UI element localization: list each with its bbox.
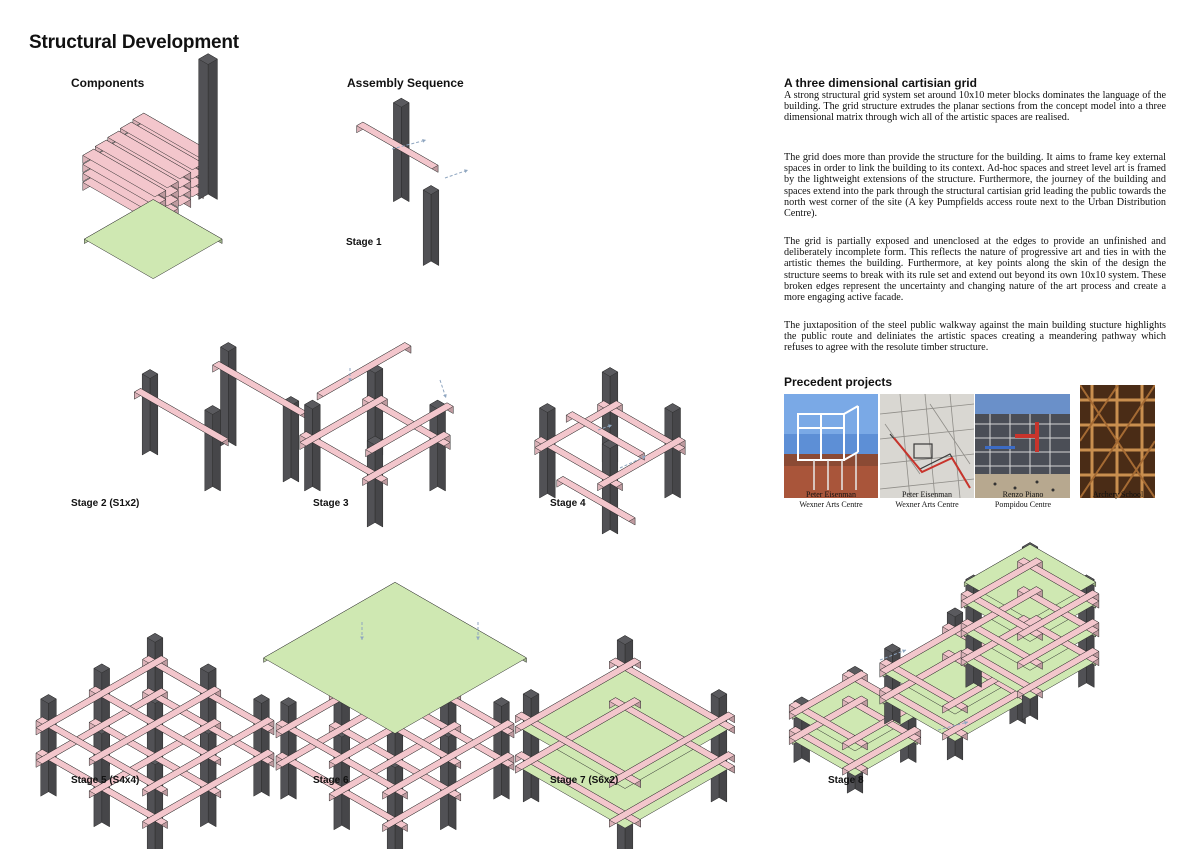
stage2-column-side-b (221, 343, 229, 447)
precedent-caption-2: Peter Eisenman Wexner Arts Centre (879, 490, 975, 510)
stage-7-label: Stage 7 (S6x2) (550, 775, 618, 786)
stage1-column-b-side-a (431, 186, 439, 266)
stage6-column-side-a (289, 698, 297, 800)
precedents-heading: Precedent projects (784, 375, 892, 389)
stage5-column-side-a (262, 695, 270, 797)
stage3-beam-floating-top (317, 343, 411, 397)
precedent-caption-2-line2: Wexner Arts Centre (879, 500, 975, 510)
stage5-column-side-a (155, 756, 163, 849)
stage7-column-side-a (719, 690, 727, 803)
stage5-column-side-a (208, 725, 216, 827)
precedent-caption-1-line2: Wexner Arts Centre (783, 500, 879, 510)
stage2-column-side-a (150, 370, 158, 456)
stage5-column-side-b (41, 695, 49, 797)
stage6-column-side-a (395, 759, 403, 849)
stage5-column-side-b (254, 695, 262, 797)
precedent-caption-3: Renzo Piano Pompidou Centre (975, 490, 1071, 510)
stage-4-label: Stage 4 (550, 498, 586, 509)
component-column-side-b (199, 54, 208, 200)
stage-1-label: Stage 1 (346, 237, 382, 248)
precedent-caption-2-line1: Peter Eisenman (879, 490, 975, 500)
precedent-caption-4-line2: Archery School (1070, 490, 1166, 500)
stage2-column-side-a (213, 406, 221, 492)
text-heading: A three dimensional cartisian grid (784, 76, 977, 90)
stage7-column-side-a (531, 690, 539, 803)
stage6-column-side-a (502, 698, 510, 800)
paragraph-3: The grid is partially exposed and unencl… (784, 236, 1166, 303)
stage1-column-b-side-b (423, 186, 431, 266)
stage-8-label: Stage 8 (828, 775, 864, 786)
stage2-column-side-b (142, 370, 150, 456)
stage8-arrow-a-head (902, 649, 906, 653)
stage6-column-side-a (448, 728, 456, 830)
stage6-column-side-b (440, 728, 448, 830)
stage7-column-side-b (523, 690, 531, 803)
stage-5-label: Stage 5 (S4x4) (71, 775, 139, 786)
stage5-column-side-b (200, 725, 208, 827)
stage-6-label: Stage 6 (313, 775, 349, 786)
stage8-mid-column-side-a (892, 644, 900, 724)
precedent-image-wexner-1 (784, 394, 878, 498)
stage7-column-side-b (711, 690, 719, 803)
stage1-arrow-a-head (422, 139, 426, 143)
stage5-column-side-a (49, 695, 57, 797)
precedent-image-archery-school (1080, 385, 1155, 498)
precedent-caption-3-line1: Renzo Piano (975, 490, 1071, 500)
precedent-image-pompidou (975, 394, 1070, 498)
stage6-column-side-b (281, 698, 289, 800)
components-heading: Components (71, 76, 144, 90)
paragraph-1: A strong structural grid system set arou… (784, 90, 1166, 124)
precedent-caption-4: Archery School (1070, 490, 1166, 500)
stage1-arrow-b (445, 170, 468, 178)
stage6-column-side-b (494, 698, 502, 800)
precedent-image-wexner-2 (880, 394, 974, 498)
paragraph-2: The grid does more than provide the stru… (784, 152, 1166, 219)
component-slab-top (84, 200, 222, 279)
stage6-column-side-b (387, 759, 395, 849)
component-column-side-a (208, 54, 217, 200)
paragraph-4: The juxtaposition of the steel public wa… (784, 320, 1166, 354)
stage2-column-side-b (205, 406, 213, 492)
page-title: Structural Development (29, 32, 239, 54)
precedent-caption-1-line1: Peter Eisenman (783, 490, 879, 500)
stage2-column-side-a (228, 343, 236, 447)
stage5-column-side-b (147, 756, 155, 849)
assembly-heading: Assembly Sequence (347, 76, 464, 90)
precedent-caption-3-line2: Pompidou Centre (975, 500, 1071, 510)
precedent-caption-1: Peter Eisenman Wexner Arts Centre (783, 490, 879, 510)
stage-2-label: Stage 2 (S1x2) (71, 498, 139, 509)
stage-3-label: Stage 3 (313, 498, 349, 509)
stage6-slab-top (264, 582, 527, 733)
